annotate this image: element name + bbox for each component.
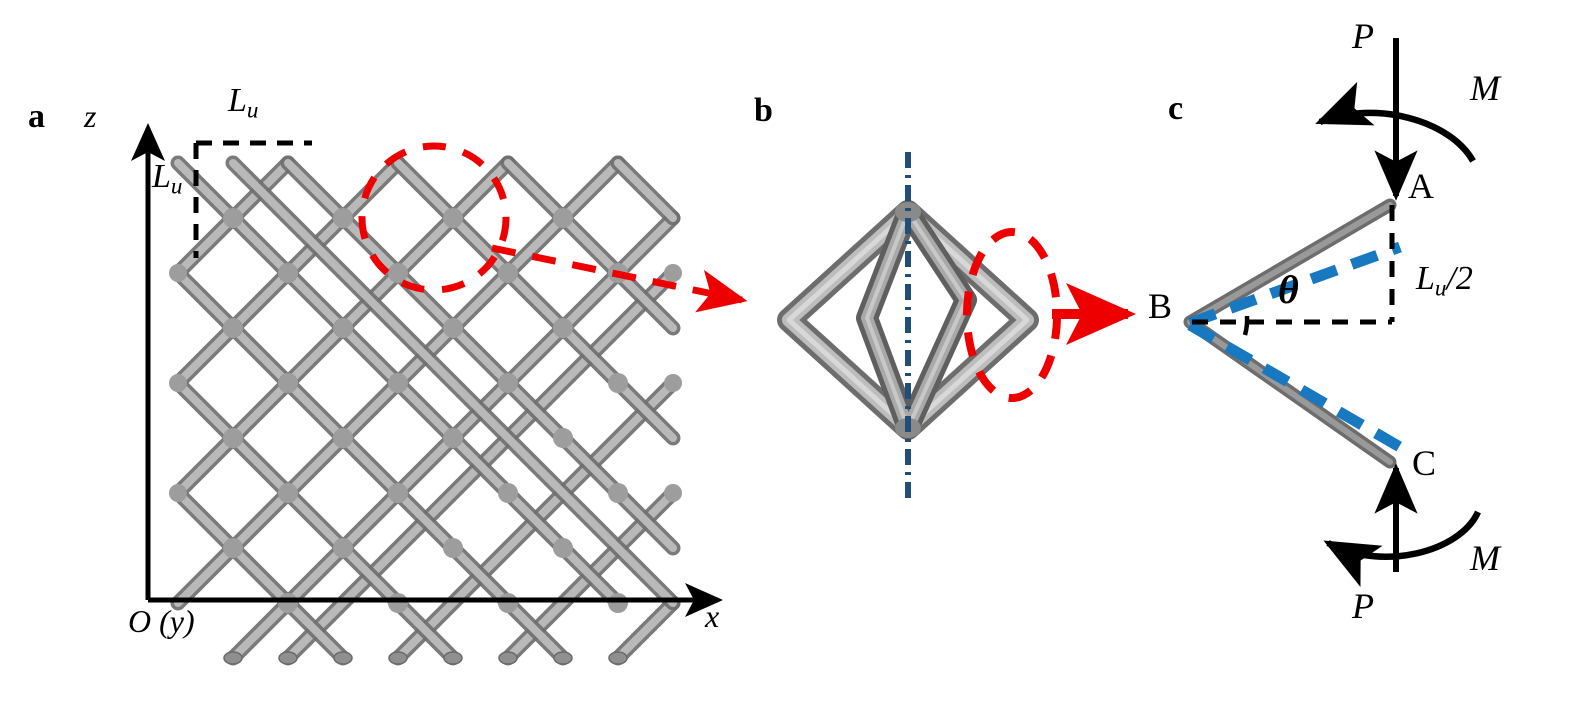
moment-arc-top: [1315, 81, 1476, 163]
unit-cell-height-label: Lu: [152, 160, 182, 199]
leader-arrow-a-to-b: [491, 244, 748, 313]
half-length-symbol: L: [1416, 260, 1435, 297]
node-label-c: C: [1412, 443, 1437, 483]
axis-origin-label: O (y): [128, 603, 195, 639]
axis-label-z: z: [84, 98, 97, 134]
panel-c-free-body: [1183, 38, 1481, 587]
panel-letter-c: c: [1168, 90, 1184, 127]
angle-label-theta: θ: [1278, 267, 1299, 312]
angle-arc: [1242, 315, 1250, 336]
force-label-top: P: [1352, 16, 1374, 56]
moment-label-top: M: [1470, 68, 1500, 108]
panel-b-unit-cell: [777, 152, 1137, 498]
moment-label-bottom: M: [1470, 538, 1500, 578]
unit-cell-width-subscript: u: [246, 97, 259, 124]
node-label-b: B: [1148, 286, 1173, 326]
panel-letter-b: b: [754, 92, 773, 129]
unit-cell-height-subscript: u: [170, 173, 183, 200]
node-label-a: A: [1408, 166, 1434, 206]
panel-a-lattice: [131, 122, 748, 666]
lattice-strut-ends: [223, 651, 628, 665]
unit-cell-highlight-circle: [358, 142, 510, 294]
lattice-struts-falling: [170, 155, 681, 666]
moment-arc-bottom: [1323, 510, 1481, 587]
strut-deformed: [1188, 241, 1402, 329]
unit-cell-dimension-box: [193, 140, 312, 258]
panel-a-axes: [131, 122, 724, 618]
unit-cell-width-label: Lu: [228, 84, 258, 123]
half-length-suffix: /2: [1446, 260, 1473, 297]
axis-label-x: x: [705, 598, 720, 634]
dimension-triangle: [1192, 205, 1395, 325]
unit-cell-width-symbol: L: [228, 82, 247, 119]
panel-letter-a: a: [28, 98, 45, 135]
unit-cell-height-symbol: L: [152, 158, 171, 195]
half-length-subscript: u: [1434, 275, 1447, 302]
half-length-label: Lu/2: [1416, 262, 1473, 301]
force-label-bottom: P: [1352, 586, 1374, 626]
